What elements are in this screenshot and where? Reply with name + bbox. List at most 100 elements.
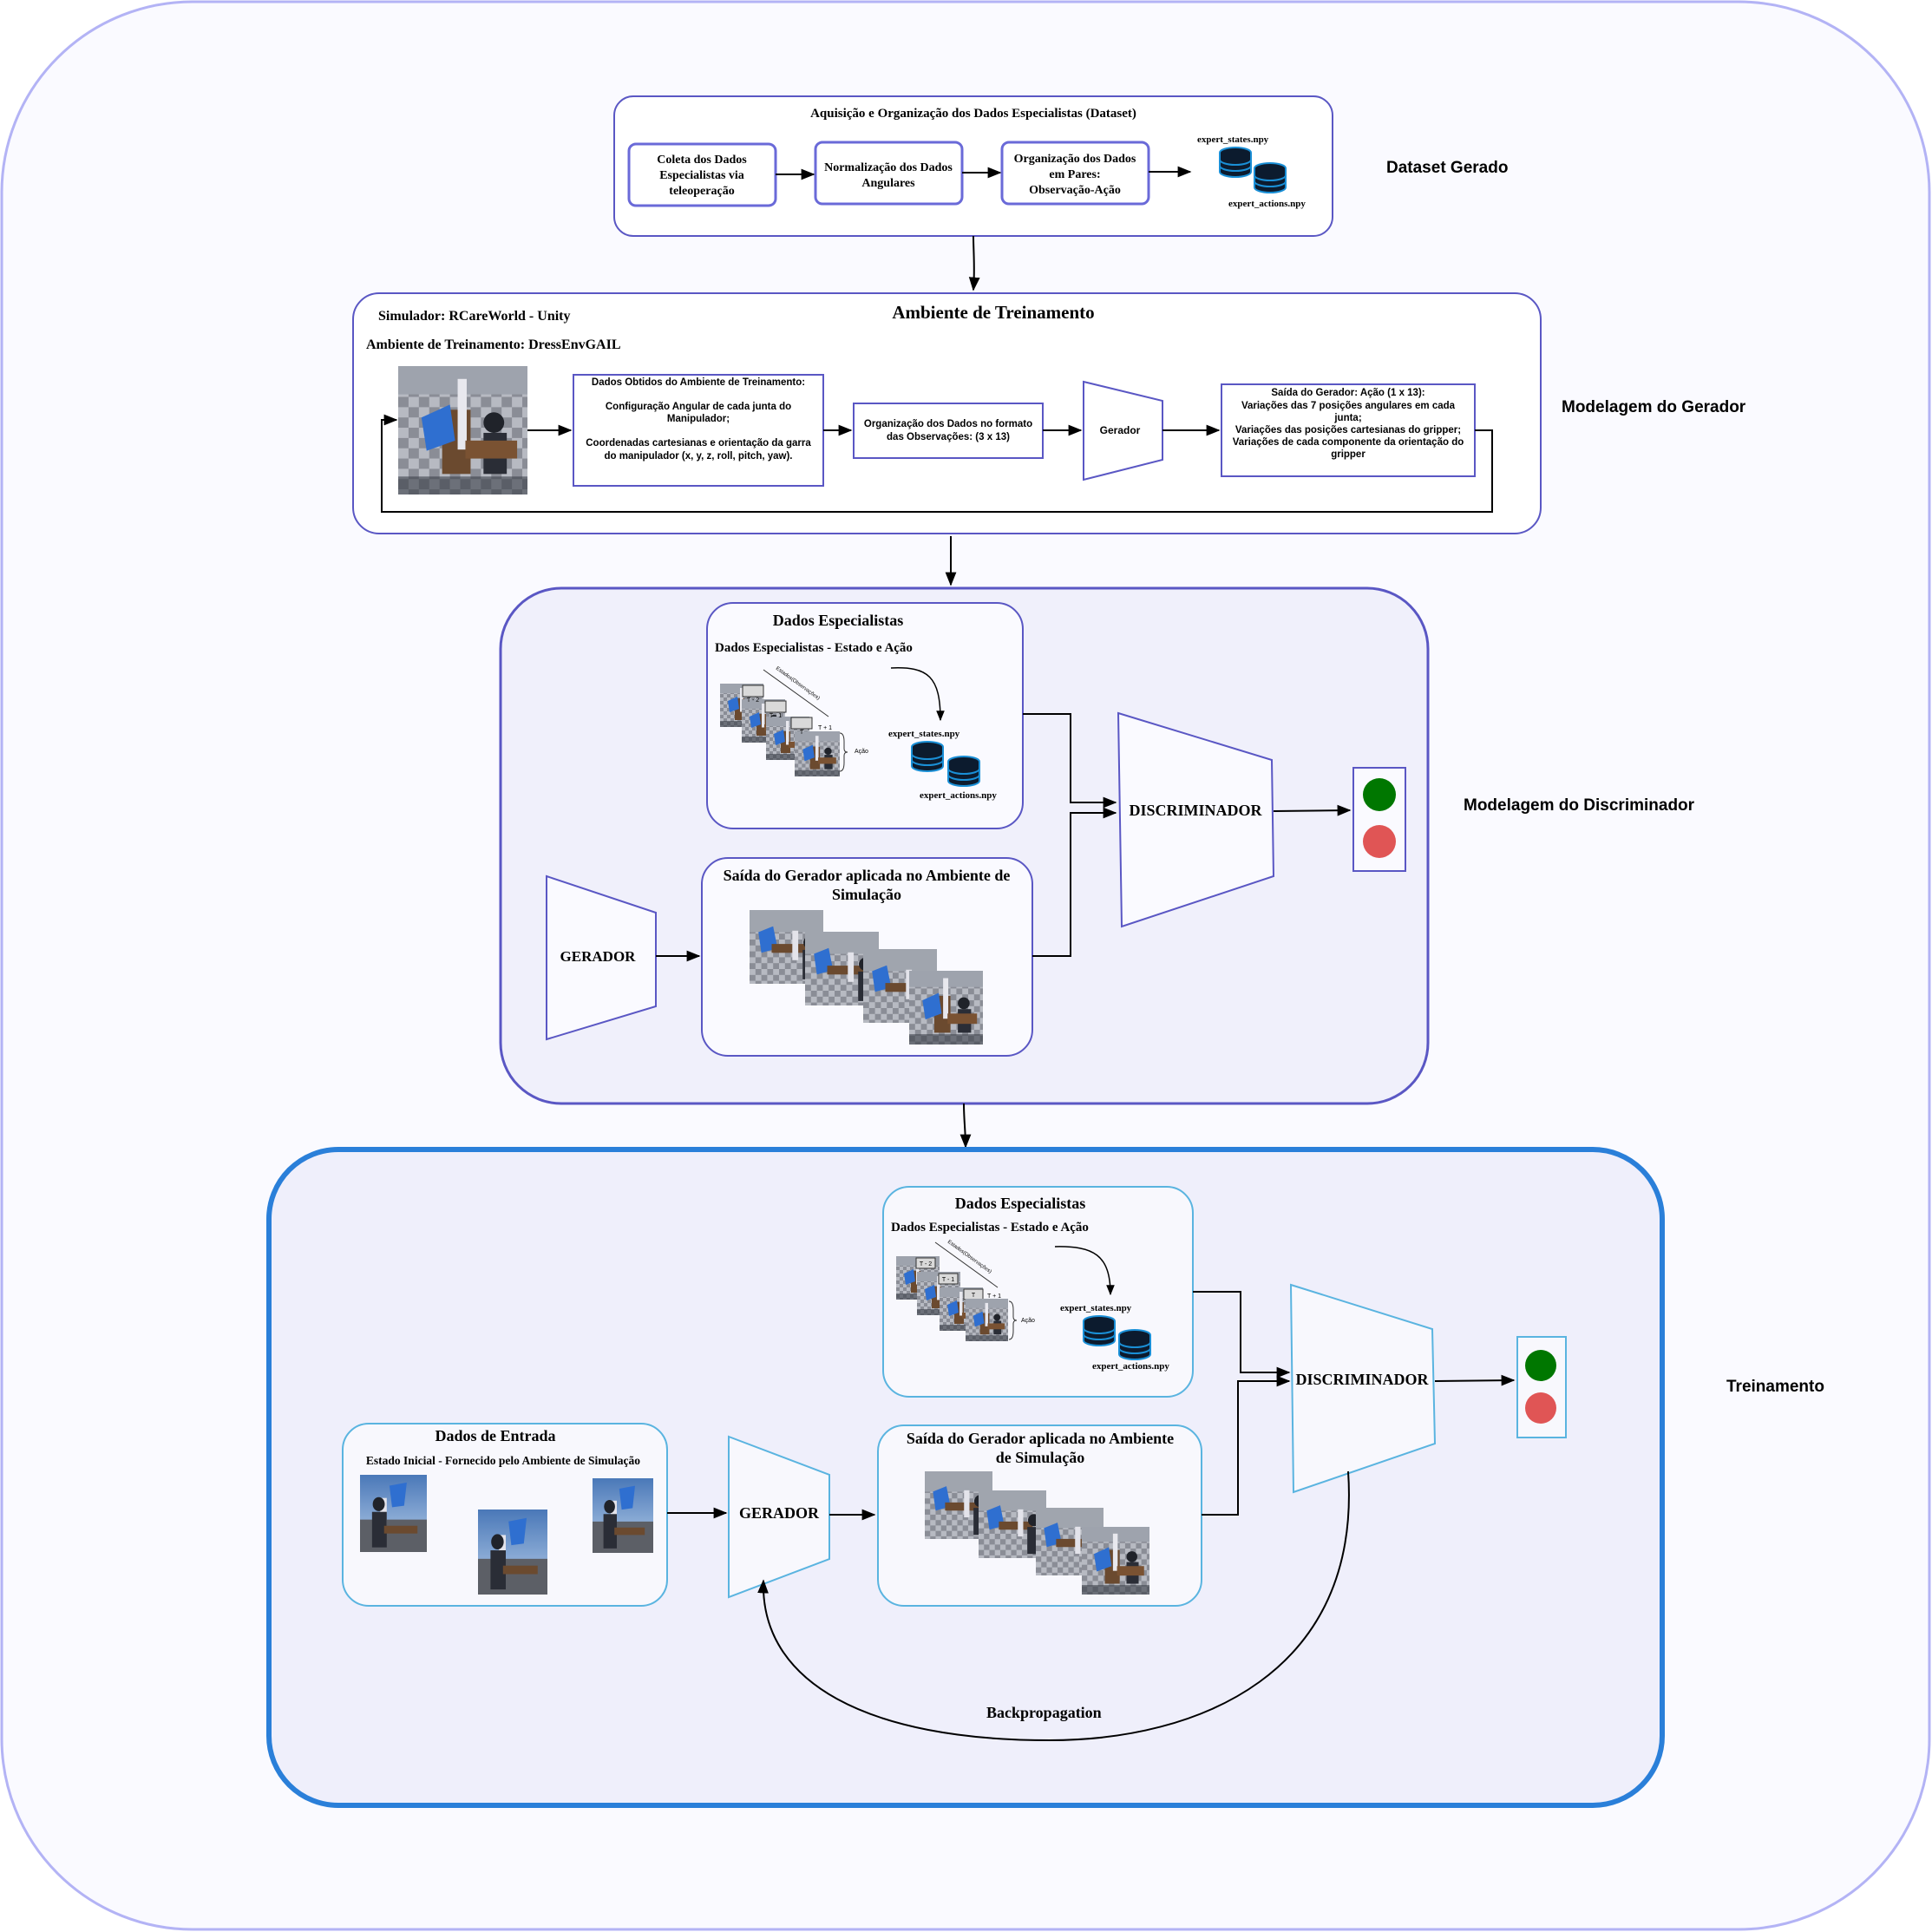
organize-line-2: em Pares: [1049,168,1100,181]
collect-line-1: Coleta dos Dados [657,154,747,167]
gen-output-line-6: gripper [1331,449,1365,460]
env-data-line-3: Configuração Angular de cada junta do [606,402,791,412]
disc-discriminator-shape [1117,711,1275,928]
env-data-line-1: Dados Obtidos do Ambiente de Treinamento… [592,377,805,388]
train-expert-arrow [1054,1246,1115,1296]
train-frame-label-4: T + 1 [987,1293,1001,1300]
obs-line-2: das Observações: (3 x 13) [887,432,1010,442]
train-input-title: Dados de Entrada [435,1427,555,1444]
gen-output-box [1221,383,1476,477]
fake-indicator-light [1363,825,1396,858]
training-side-label: Treinamento [1726,1378,1824,1396]
env-simulator: Simulador: RCareWorld - Unity [378,309,570,324]
collect-line-3: teleoperação [669,185,734,198]
generator-env-section: Ambiente de Treinamento Simulador: RCare… [352,292,1746,534]
train-frame-label-3: T [972,1293,976,1299]
organize-line-3: Observação-Ação [1029,184,1121,197]
train-expert-title: Dados Especialistas [955,1195,1086,1212]
disc-generator-label: GERADOR [560,948,637,965]
organize-box [1000,141,1150,206]
train-gen-output-line-2: de Simulação [996,1449,1085,1466]
train-discriminator-label: DISCRIMINADOR [1295,1371,1429,1388]
obs-line-1: Organização dos Dados no formato [864,419,1032,429]
gen-output-line-4: Variações das posições cartesianas do gr… [1235,425,1461,436]
train-action-label: Ação [1021,1318,1035,1324]
arrow-dataset-to-env [968,235,980,291]
organize-line-1: Organização dos Dados [1014,153,1136,166]
env-data-box [573,374,824,487]
train-file-actions: expert_actions.npy [1092,1361,1169,1372]
disc-gen-output-line-1: Saída do Gerador aplicada no Ambiente de [724,867,1011,884]
env-data-line-6: Coordenadas cartesianas e orientação da … [586,438,811,449]
real-indicator-light [1363,778,1396,811]
disc-frame-label-2: T - 1 [770,713,782,719]
gen-output-line-1: Saída do Gerador: Ação (1 x 13): [1271,388,1424,398]
dataset-title: Aquisição e Organização dos Dados Especi… [810,107,1136,121]
fake-indicator-light [1525,1392,1556,1424]
arrow-genout-to-disc [1032,807,1117,957]
arrow-train-disc-output [1434,1374,1516,1386]
train-frame-label-2: T - 1 [942,1277,954,1283]
train-gen-output-line-1: Saída do Gerador aplicada no Ambiente [907,1430,1174,1447]
disc-expert-arrow [890,667,945,722]
env-title: Ambiente de Treinamento [892,302,1094,323]
gen-output-line-5: Variações de cada componente da orientaç… [1233,437,1464,448]
generator-side-label: Modelagem do Gerador [1562,398,1746,416]
train-file-states: expert_states.npy [1060,1303,1132,1313]
env-data-line-4: Manipulador; [667,414,730,424]
arrow-disc-to-training [959,1103,972,1149]
dataset-side-label: Dataset Gerado [1386,159,1508,177]
database-icon [947,756,980,787]
database-icon [1219,147,1252,178]
normalize-line-2: Angulares [861,177,915,190]
discriminator-section: Dados Especialistas Dados Especialistas … [499,586,1695,1105]
dataset-file-actions: expert_actions.npy [1228,199,1306,209]
disc-generator-shape [546,874,657,1041]
dataset-file-states: expert_states.npy [1197,134,1269,145]
disc-frame-label-4: T + 1 [818,725,832,731]
disc-action-label: Ação [855,749,868,755]
disc-expert-box [706,602,1024,829]
env-name: Ambiente de Treinamento: DressEnvGAIL [366,337,620,352]
disc-expert-frames [720,669,848,776]
backpropagation-label: Backpropagation [986,1704,1102,1721]
disc-frame-label-3: T [800,730,804,736]
collect-line-2: Especialistas via [659,169,744,182]
env-data-line-7: do manipulador (x, y, z, roll, pitch, ya… [604,451,792,462]
gen-output-line-2: Variações das 7 posições angulares em ca… [1241,401,1456,411]
env-generator-label: Gerador [1100,424,1141,436]
disc-frame-label-1: T - 2 [747,697,759,704]
arrow-disc-output [1273,804,1352,816]
training-section: Dados Especialistas Dados Especialistas … [266,1147,1824,1808]
database-icon [911,741,944,772]
gen-output-line-3: junta; [1333,413,1361,423]
disc-expert-title: Dados Especialistas [773,612,904,629]
disc-discriminator-label: DISCRIMINADOR [1129,802,1262,819]
env-screenshot [398,366,527,494]
dataset-section: Aquisição e Organização dos Dados Especi… [613,95,1508,237]
disc-file-actions: expert_actions.npy [920,790,997,801]
database-icon [1118,1329,1151,1360]
normalize-line-1: Normalização dos Dados [824,161,953,174]
env-generator-shape [1083,380,1163,481]
obs-box [853,403,1044,459]
disc-file-states: expert_states.npy [888,729,960,739]
train-discriminator-shape [1289,1283,1437,1494]
train-generator-shape [728,1435,830,1599]
disc-side-label: Modelagem do Discriminador [1464,796,1695,815]
arrow-expert-to-disc [1023,713,1117,809]
real-indicator-light [1525,1350,1556,1381]
arrow-train-expert-to-disc [1193,1291,1291,1379]
train-expert-sub: Dados Especialistas - Estado e Ação [891,1221,1089,1235]
disc-gen-output-line-2: Simulação [832,886,901,903]
train-frame-label-1: T - 2 [920,1261,932,1267]
database-icon [1083,1315,1116,1346]
feedback-loop-arrow [381,414,1493,513]
train-input-sub: Estado Inicial - Fornecido pelo Ambiente… [366,1454,640,1467]
arrow-train-genout-to-disc [1202,1375,1291,1516]
disc-expert-sub: Dados Especialistas - Estado e Ação [715,641,913,655]
database-icon [1254,162,1287,193]
backpropagation-arrow [757,1470,1350,1742]
train-expert-frames [896,1241,1018,1341]
